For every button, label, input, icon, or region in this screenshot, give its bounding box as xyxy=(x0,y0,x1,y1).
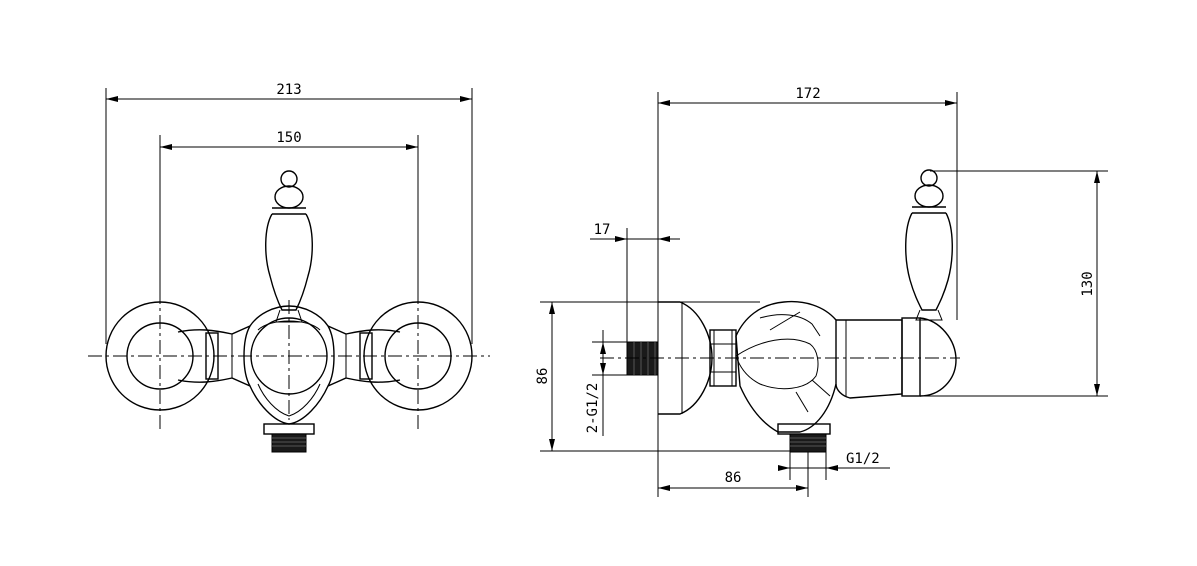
front-bottom-outlet xyxy=(263,423,315,453)
outlet-thread-label: G1/2 xyxy=(846,451,880,467)
centers-width-label: 150 xyxy=(276,130,301,146)
projection-label: 172 xyxy=(795,86,820,102)
dim-handle-height: 130 xyxy=(920,170,1108,397)
dim-body-height: 86 xyxy=(535,301,790,452)
front-lever-handle xyxy=(265,170,313,323)
right-arm xyxy=(327,325,401,387)
side-handle-hub xyxy=(901,317,957,397)
left-arm xyxy=(177,325,251,387)
body-height-label: 86 xyxy=(535,368,551,385)
side-main-body xyxy=(735,300,837,433)
dim-outlet-thread: G1/2 xyxy=(778,450,890,480)
front-center-lines xyxy=(88,290,490,430)
outlet-offset-label: 86 xyxy=(725,470,742,486)
dim-overall-width: 213 xyxy=(105,82,473,344)
dim-outlet-offset: 86 xyxy=(658,436,809,497)
handle-height-label: 130 xyxy=(1080,271,1096,296)
side-lever-handle xyxy=(905,169,953,321)
dim-inlet-thread: 2-G1/2 xyxy=(585,330,630,436)
side-outlet-hatching xyxy=(790,437,826,447)
central-body xyxy=(243,305,335,425)
left-escutcheon xyxy=(105,301,215,411)
dim-pipe-spacing: 17 xyxy=(590,222,680,345)
front-view: 213 150 xyxy=(88,82,490,453)
dim-projection: 172 xyxy=(657,86,958,497)
side-view: 172 17 86 2-G1/2 xyxy=(535,86,1108,497)
dim-centers-width: 150 xyxy=(159,130,419,300)
side-bottom-outlet xyxy=(777,423,831,453)
pipe-spacing-label: 17 xyxy=(594,222,611,238)
side-arm xyxy=(835,319,903,399)
inlet-thread-label: 2-G1/2 xyxy=(585,383,601,434)
front-thread-hatching xyxy=(272,437,306,447)
side-thread-hatching xyxy=(633,342,656,375)
overall-width-label: 213 xyxy=(276,82,301,98)
right-escutcheon xyxy=(363,301,473,411)
